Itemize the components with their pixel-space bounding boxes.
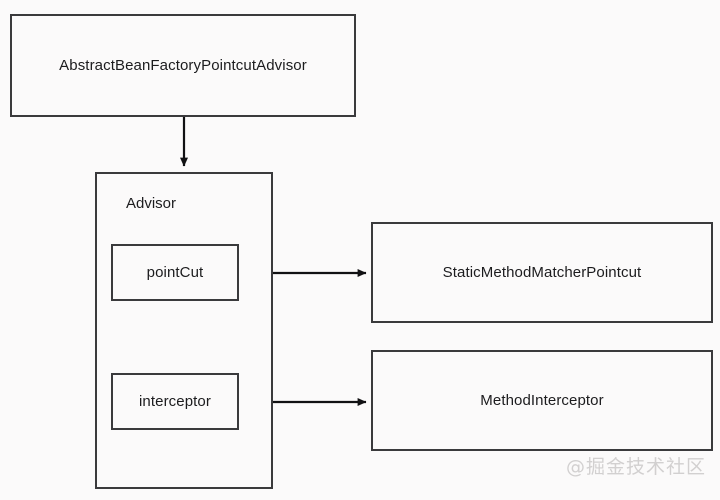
node-advisor-container[interactable]: Advisor xyxy=(95,172,273,489)
node-label: MethodInterceptor xyxy=(480,392,604,409)
watermark: @掘金技术社区 xyxy=(565,456,706,478)
node-static-method-matcher-pointcut[interactable]: StaticMethodMatcherPointcut xyxy=(371,222,713,323)
node-abstract-bean-factory-pointcut-advisor[interactable]: AbstractBeanFactoryPointcutAdvisor xyxy=(10,14,356,117)
node-label: interceptor xyxy=(139,393,211,410)
advisor-title: Advisor xyxy=(126,195,177,212)
node-label: pointCut xyxy=(146,264,204,281)
node-label: AbstractBeanFactoryPointcutAdvisor xyxy=(59,57,307,74)
node-point-cut[interactable]: pointCut xyxy=(111,244,239,301)
node-label: StaticMethodMatcherPointcut xyxy=(442,264,642,281)
node-method-interceptor[interactable]: MethodInterceptor xyxy=(371,350,713,451)
node-interceptor[interactable]: interceptor xyxy=(111,373,239,430)
